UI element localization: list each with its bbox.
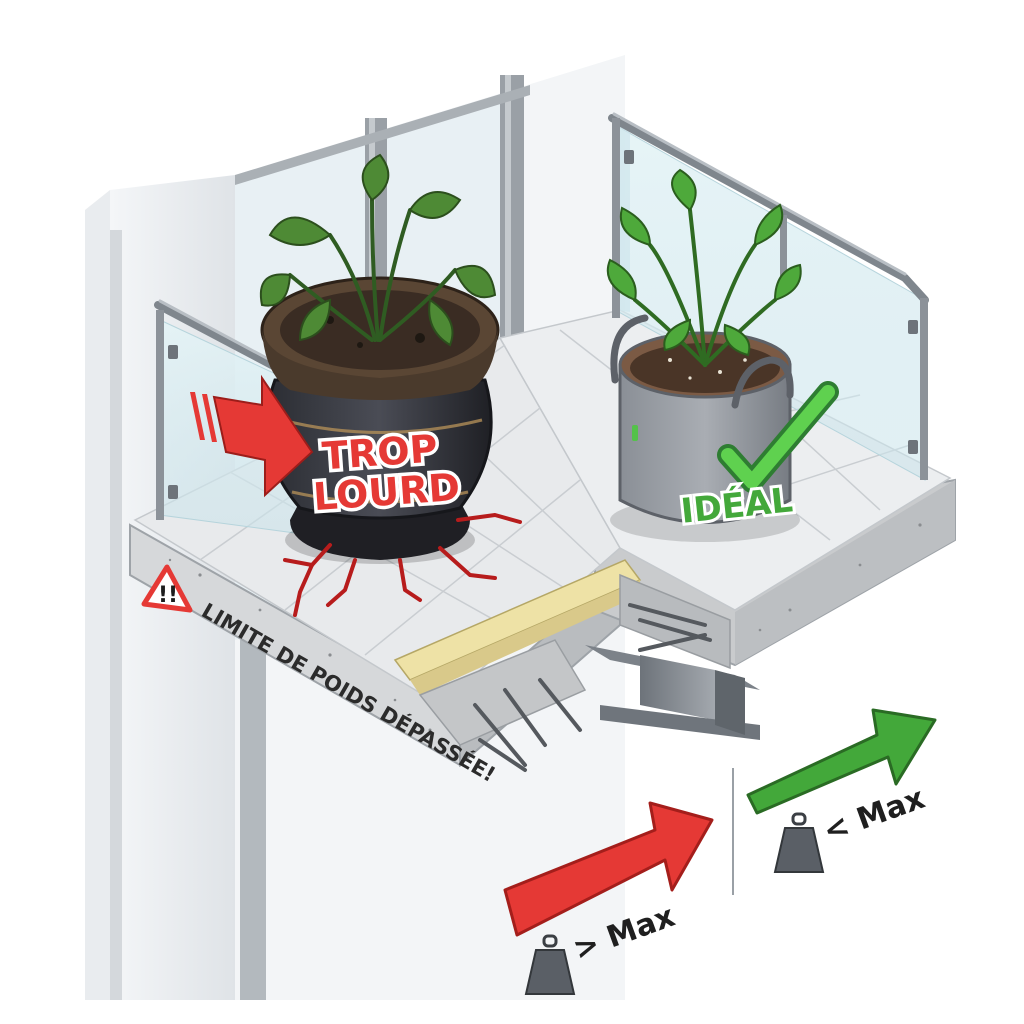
floor-cracks: [283, 513, 522, 617]
warning-triangle-icon: !!: [141, 564, 193, 613]
under-max-label: < Max: [819, 781, 930, 850]
plant-heavy-pot: [259, 153, 497, 347]
steel-beam: [585, 645, 760, 740]
check-mark-icon: [717, 381, 839, 493]
slab-cross-section: [393, 559, 731, 772]
svg-text:!!: !!: [158, 583, 178, 608]
weight-icon: [524, 934, 576, 995]
plant-grow-bag: [606, 168, 802, 367]
heavy-pot-label-line-1: TROP: [321, 426, 439, 478]
weight-icon: [773, 812, 825, 873]
under-max-arrow-icon: [746, 708, 937, 815]
danger-arrow-icon: [190, 374, 314, 498]
over-max-arrow-icon: [503, 801, 714, 937]
